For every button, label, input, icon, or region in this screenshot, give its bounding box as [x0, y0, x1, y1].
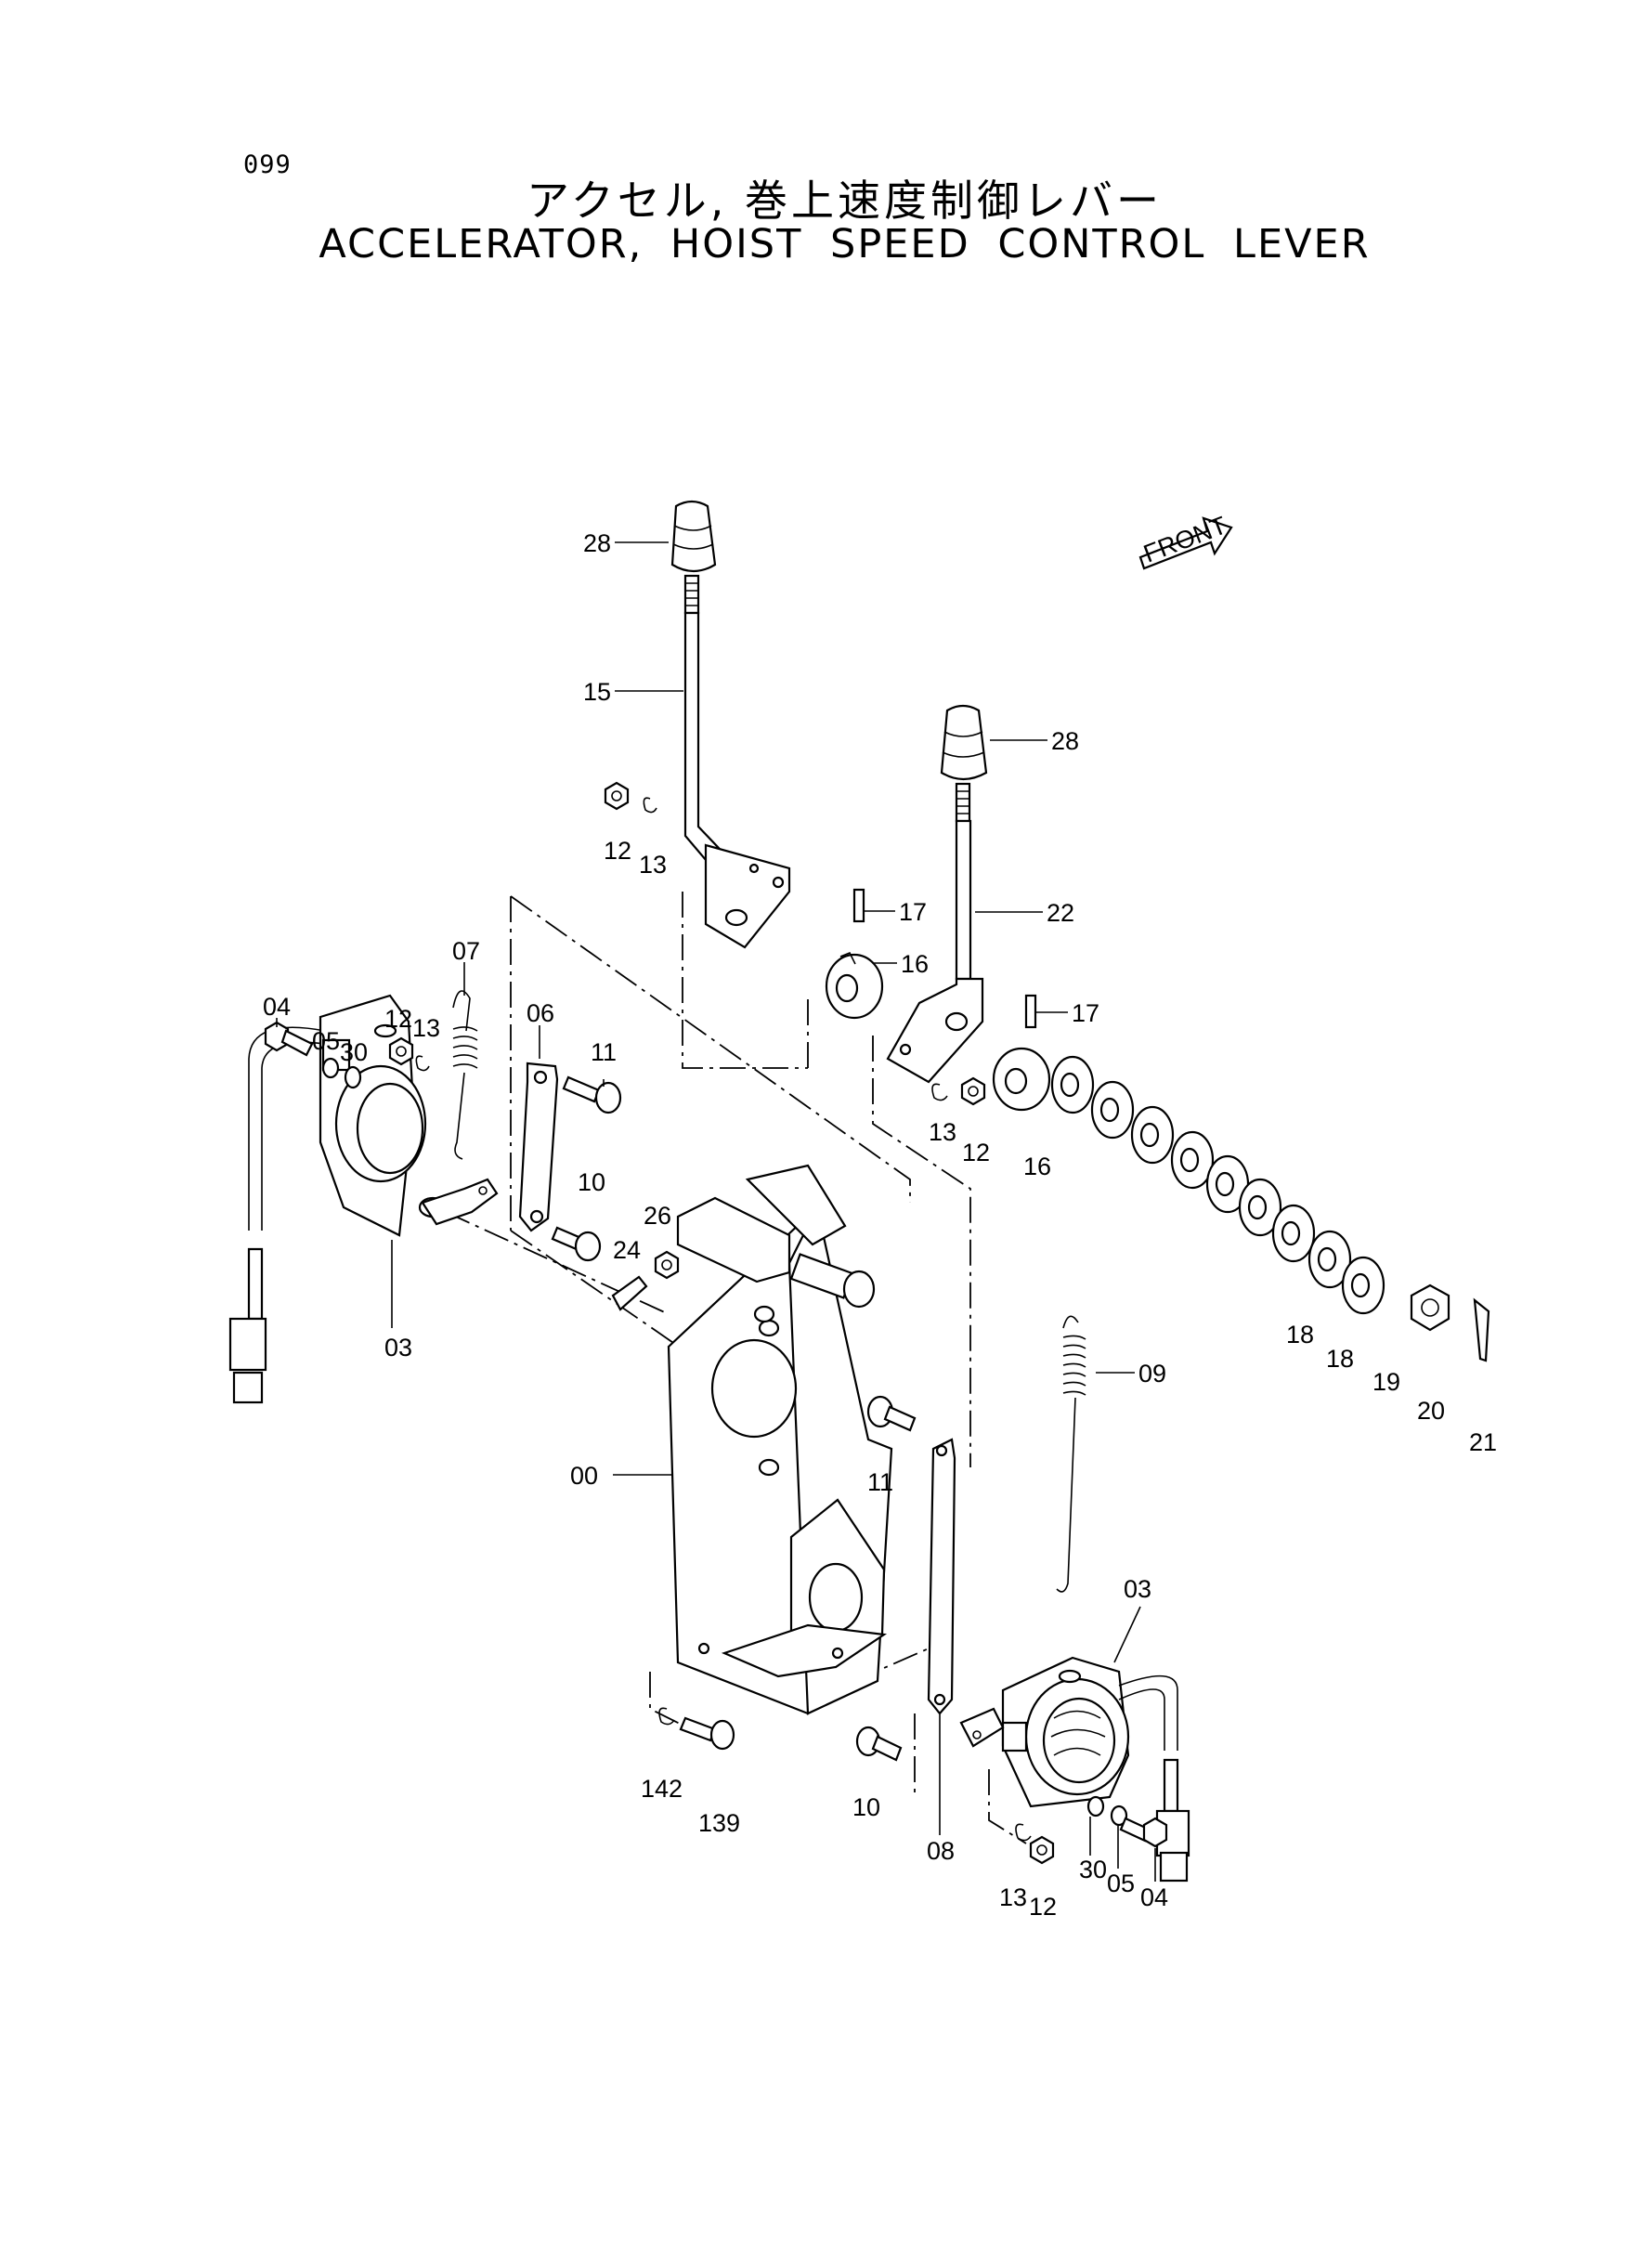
bolt-04-right [1119, 1817, 1168, 1848]
callout-12d: 12 [1029, 1893, 1057, 1921]
callout-04a: 04 [263, 993, 291, 1021]
washer-stack [1050, 1055, 1385, 1315]
callout-142: 142 [641, 1775, 683, 1803]
collar-upper [825, 951, 884, 1020]
callout-13a: 13 [639, 851, 667, 879]
sensor-right [959, 1656, 1190, 1883]
callout-24: 24 [613, 1236, 641, 1264]
callout-28a: 28 [583, 529, 611, 557]
link-08 [927, 1438, 956, 1715]
lever-right [886, 819, 984, 1084]
callout-16a: 16 [901, 950, 929, 978]
nut-right [1029, 1835, 1055, 1865]
callout-05b: 05 [1107, 1870, 1135, 1897]
nut-left [388, 1036, 414, 1066]
callout-10b: 10 [852, 1793, 880, 1821]
lever-left [683, 611, 791, 949]
callout-03a: 03 [384, 1334, 412, 1362]
callout-12c: 12 [962, 1139, 990, 1166]
callout-30a: 30 [340, 1038, 368, 1066]
callout-13d: 13 [999, 1883, 1027, 1911]
callout-30b: 30 [1079, 1856, 1107, 1883]
leader-lines [276, 541, 1135, 1476]
callout-20: 20 [1417, 1397, 1445, 1425]
callout-21: 21 [1469, 1428, 1497, 1456]
callout-13c: 13 [929, 1118, 956, 1146]
knob-upper [670, 500, 717, 615]
title-japanese: アクセル, 巻上速度制御レバー [527, 176, 1163, 226]
callout-12b: 12 [384, 1005, 412, 1033]
callout-26: 26 [644, 1202, 671, 1230]
callout-06: 06 [527, 999, 554, 1027]
front-label: FRONT [1139, 511, 1230, 567]
front-arrow-icon: FRONT [1138, 511, 1233, 570]
bolt-10-left [551, 1226, 602, 1262]
callout-22: 22 [1047, 899, 1074, 927]
callout-labels: 28 15 12 13 28 22 17 16 07 06 04 05 30 1… [263, 529, 1497, 1921]
nut-26 [654, 1250, 680, 1280]
callout-04b: 04 [1140, 1883, 1168, 1911]
callout-19: 19 [1372, 1368, 1400, 1396]
callout-17a: 17 [899, 898, 927, 926]
spring-07 [452, 990, 478, 1160]
callout-15: 15 [583, 678, 611, 706]
callout-18b: 18 [1326, 1345, 1354, 1373]
callout-11b: 11 [867, 1468, 893, 1496]
callout-03b: 03 [1124, 1575, 1151, 1603]
clip-mid [931, 1083, 948, 1101]
callout-00: 00 [570, 1462, 598, 1490]
callout-05a: 05 [312, 1027, 340, 1055]
washer-30-left [344, 1065, 362, 1089]
washer-05-right [1110, 1804, 1128, 1827]
bolt-left [264, 1021, 314, 1057]
clip-left [415, 1055, 430, 1072]
nut-upper [604, 781, 657, 814]
castle-nut [1410, 1283, 1450, 1332]
collar-right [992, 1047, 1051, 1112]
page-number: 099 [243, 150, 292, 179]
link-06 [518, 1062, 559, 1232]
pin-upper [852, 888, 865, 923]
main-bracket [667, 1164, 893, 1715]
nut-mid [960, 1076, 986, 1106]
clip-142 [658, 1707, 675, 1726]
callout-10a: 10 [578, 1168, 605, 1196]
callout-139: 139 [698, 1809, 740, 1837]
bolt-139 [679, 1716, 735, 1751]
callout-12a: 12 [604, 837, 631, 865]
knob-right [940, 704, 988, 823]
callout-16b: 16 [1023, 1153, 1051, 1180]
callout-11a: 11 [591, 1038, 617, 1066]
bolt-10-lower [855, 1726, 903, 1762]
washer-05-left [321, 1057, 340, 1079]
callout-28b: 28 [1051, 727, 1079, 755]
pin-right [1024, 994, 1037, 1029]
spring-09 [1056, 1315, 1086, 1593]
callout-18a: 18 [1286, 1321, 1314, 1348]
clip-right [1015, 1823, 1032, 1842]
leader-stubs [391, 1240, 1156, 1882]
bolt-11-lower [866, 1395, 917, 1432]
callout-08: 08 [927, 1837, 955, 1865]
washer-30-right [1086, 1795, 1105, 1818]
title-english: ACCELERATOR, HOIST SPEED CONTROL LEVER [319, 221, 1371, 267]
bolt-11-upper [562, 1075, 622, 1114]
cotter-pin [1473, 1297, 1490, 1362]
callout-17b: 17 [1072, 999, 1099, 1027]
sensor-left [228, 994, 499, 1404]
set-screw-24 [611, 1275, 648, 1311]
callout-09: 09 [1138, 1360, 1166, 1388]
callout-07: 07 [452, 937, 480, 965]
callout-13b: 13 [412, 1014, 440, 1042]
